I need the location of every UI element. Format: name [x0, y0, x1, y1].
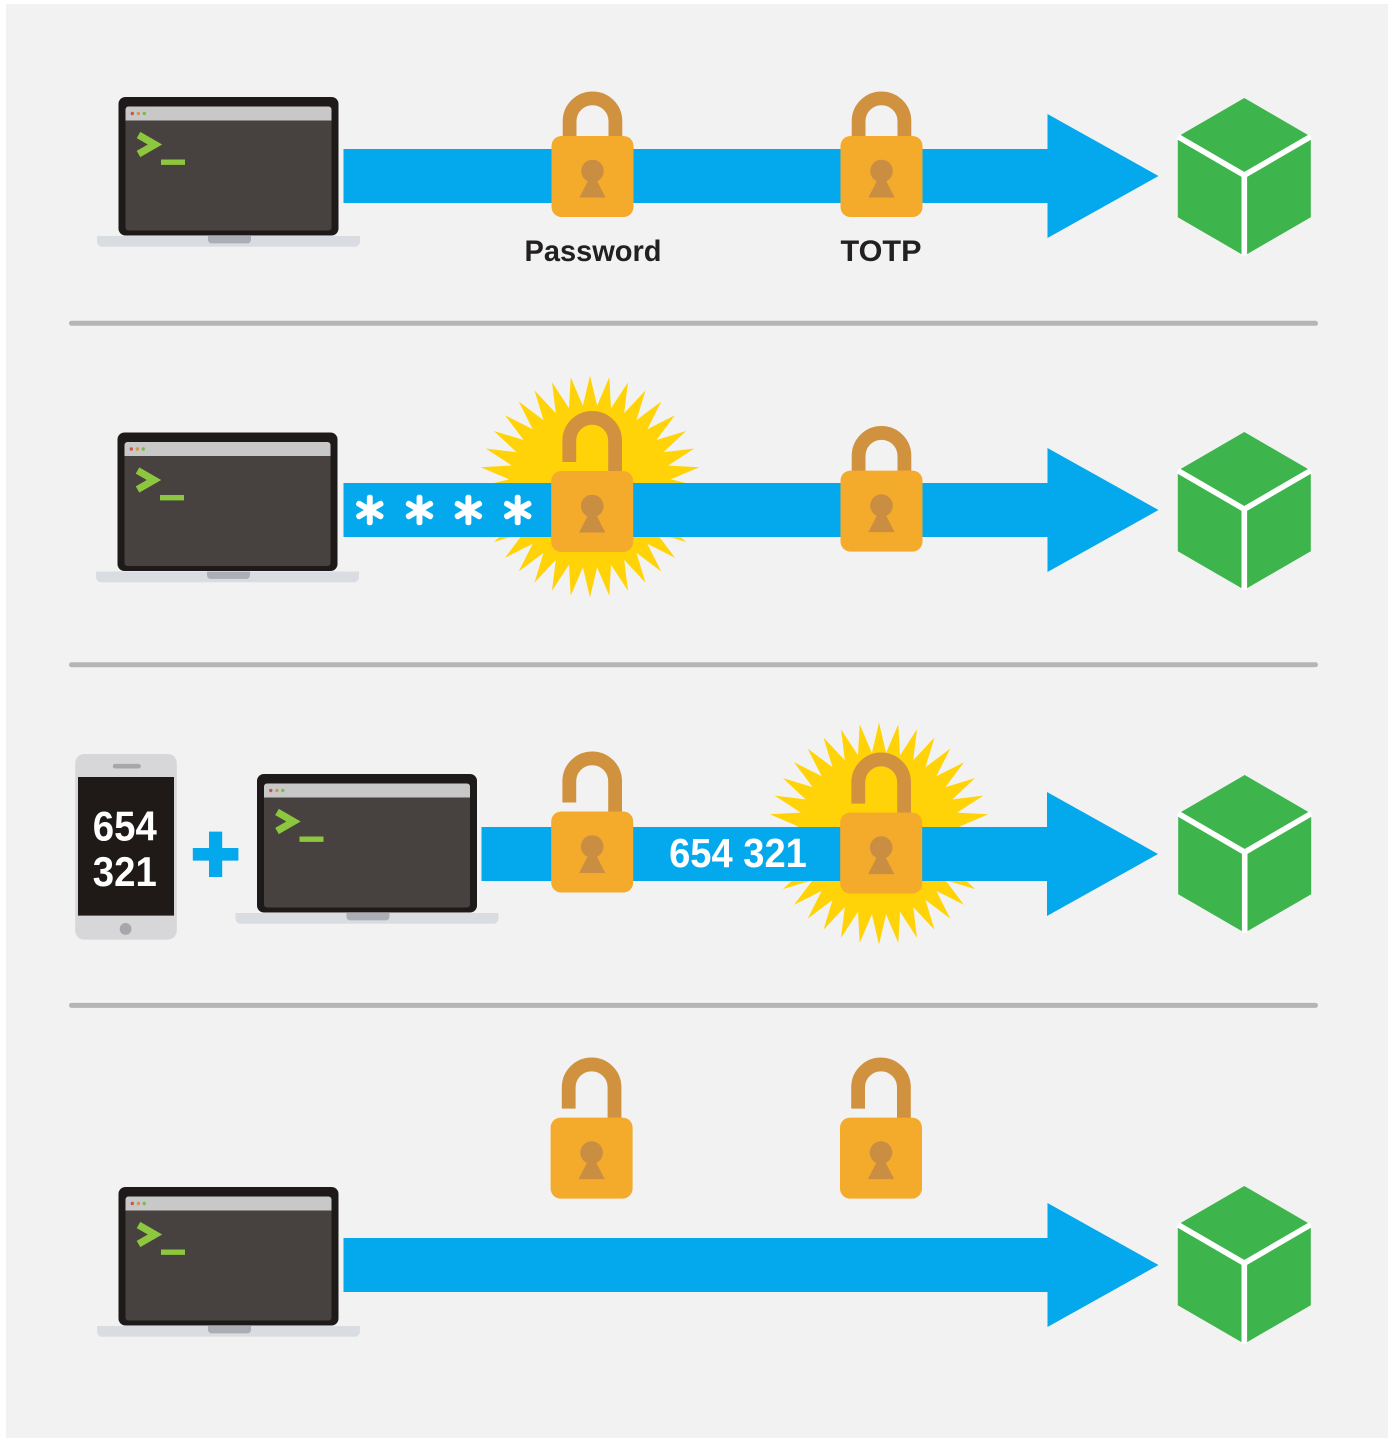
svg-text:Password: Password [525, 235, 662, 268]
svg-text:654 321: 654 321 [669, 830, 807, 876]
svg-text:TOTP: TOTP [841, 235, 922, 268]
svg-text:654: 654 [93, 802, 157, 849]
svg-text:321: 321 [93, 848, 157, 895]
